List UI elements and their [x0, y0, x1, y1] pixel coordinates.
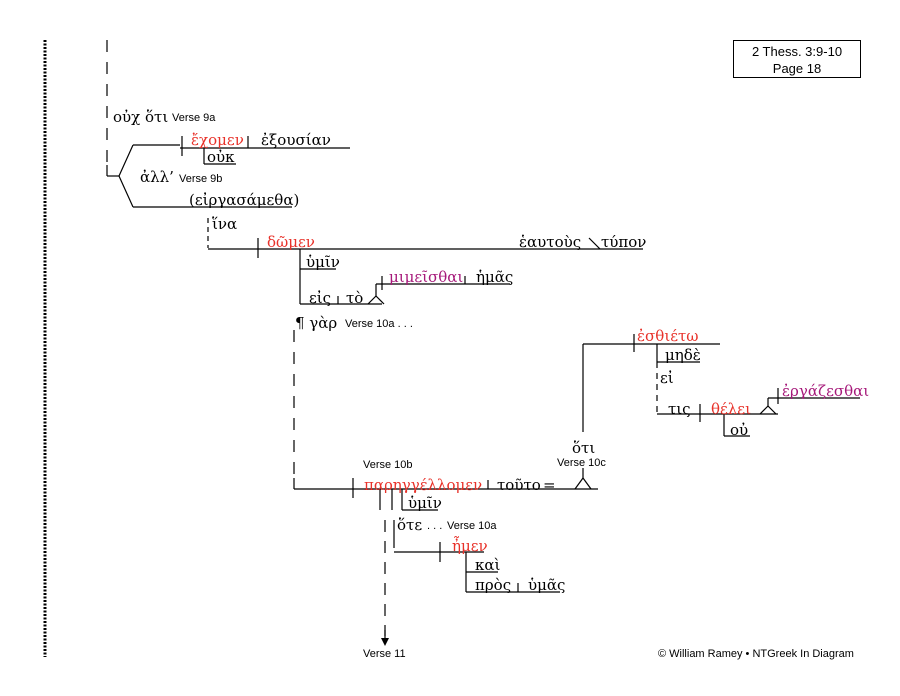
word-hote: ὅτε — [397, 516, 423, 534]
equals-sign: = — [543, 476, 556, 494]
infinitive-mimeisthai: μιμεῖσθαι — [389, 268, 464, 286]
word-hina: ἵνα — [212, 215, 238, 233]
word-touto: τοῦτο — [497, 476, 541, 494]
word-pros: πρὸς — [475, 576, 512, 594]
hote-ellipsis: . . . — [427, 520, 443, 532]
copyright-footer: © William Ramey • NTGreek In Diagram — [658, 648, 854, 660]
label-verse-10a: Verse 10a — [447, 520, 497, 532]
word-hymin-2: ὑμῖν — [408, 494, 442, 512]
word-all: ἀλλ’ — [140, 168, 174, 186]
word-ouk: οὐκ — [207, 148, 235, 166]
word-to: τὸ — [346, 289, 364, 307]
word-exousian: ἐξουσίαν — [261, 131, 331, 149]
word-typon: τύπον — [601, 233, 647, 251]
label-verse-11: Verse 11 — [363, 648, 406, 660]
word-eirgasametha: (εἰργασάμεθα) — [189, 191, 300, 209]
verb-esthieto: ἐσθιέτω — [637, 327, 699, 345]
word-hemas: ἡμᾶς — [476, 268, 514, 286]
word-hoti: ὅτι — [572, 439, 596, 457]
verb-emen: ἦμεν — [452, 537, 488, 555]
label-verse-10b: Verse 10b — [363, 459, 413, 471]
verb-domen: δῶμεν — [267, 233, 315, 251]
word-ei: εἰ — [660, 369, 674, 387]
verb-thelei: θέλει — [711, 400, 751, 418]
word-ouch-hoti: οὐχ ὅτι — [113, 108, 169, 126]
word-tis: τις — [668, 400, 691, 418]
word-hymin-1: ὑμῖν — [306, 253, 340, 271]
word-ou: οὐ — [730, 421, 749, 439]
word-mede: μηδὲ — [665, 346, 701, 364]
verb-parengellomen: παρηγγέλλομεν — [364, 476, 483, 494]
passage-reference: 2 Thess. 3:9-10 — [751, 44, 843, 59]
word-heautous: ἑαυτοὺς — [519, 233, 582, 251]
word-eis: εἰς — [309, 289, 332, 307]
word-hymas: ὑμᾶς — [528, 576, 566, 594]
label-verse-10c: Verse 10c — [557, 457, 606, 469]
infinitive-ergazesthai: ἐργάζεσθαι — [782, 382, 870, 400]
word-para-gar: ¶ γὰρ — [295, 314, 338, 332]
reference-box: 2 Thess. 3:9-10 Page 18 — [733, 40, 861, 78]
label-verse-9b: Verse 9b — [179, 173, 223, 185]
word-kai: καὶ — [475, 556, 501, 574]
label-verse-9a: Verse 9a — [172, 112, 216, 124]
verb-echomen: ἔχομεν — [191, 131, 244, 149]
page-number: Page 18 — [772, 61, 822, 76]
label-verse-10a-cont: Verse 10a . . . — [345, 318, 413, 330]
